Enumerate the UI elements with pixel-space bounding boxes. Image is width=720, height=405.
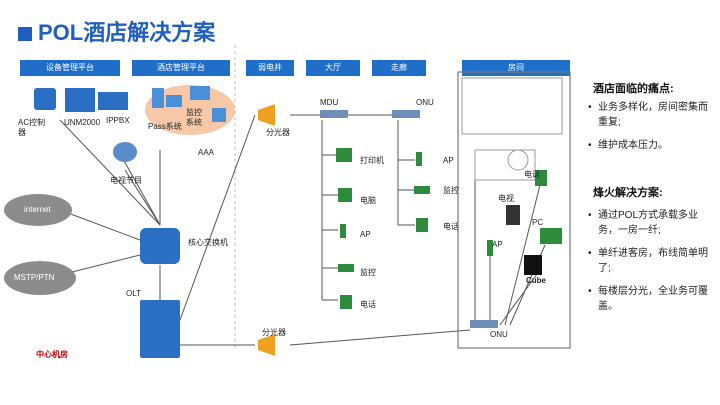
bed-outline [474, 149, 536, 181]
table-outline [507, 149, 529, 171]
core-switch-icon [140, 228, 180, 264]
ap-lobby-label: AP [360, 230, 371, 239]
printer-label: 打印机 [360, 156, 384, 165]
olt-icon [140, 300, 180, 358]
phone-lobby-icon [340, 295, 352, 309]
splitter-label-2: 分光器 [262, 328, 286, 337]
phone-corridor-icon [416, 218, 428, 232]
unm2000-label: UNM2000 [64, 118, 101, 127]
onu-room-icon [470, 320, 498, 328]
tv-show-label: 电视节目 [110, 176, 142, 185]
ap-corridor-icon [416, 152, 422, 166]
page-title: POL酒店解决方案 [38, 20, 216, 45]
ap-room-label: AP [492, 240, 503, 249]
onu-corridor-label: ONU [416, 98, 434, 107]
cube-label: Cube [526, 276, 546, 285]
onu-room-label: ONU [490, 330, 508, 339]
room-floorplan [457, 71, 571, 349]
tv-room-label: 电视 [498, 194, 514, 203]
mdu-label: MDU [320, 98, 339, 107]
olt-label: OLT [126, 289, 141, 298]
pc-room-icon [540, 228, 562, 244]
camera-lobby-icon [338, 264, 354, 272]
unm2000-icon [65, 88, 95, 112]
camera-corridor-label: 监控 [443, 186, 459, 195]
phone-room-icon [535, 170, 547, 186]
printer-icon [336, 148, 352, 162]
cube-icon [524, 255, 542, 275]
ippbx-icon [98, 92, 128, 110]
tv-room-icon [506, 205, 520, 225]
pain-title: 酒店面临的痛点: [593, 83, 674, 95]
solution-item-3: 每楼层分光，全业务可覆盖。 [588, 284, 710, 314]
pain-item-2: 维护成本压力。 [588, 138, 710, 153]
ap-corridor-label: AP [443, 156, 454, 165]
ippbx-label: IPPBX [106, 116, 130, 125]
pc-lobby-icon [338, 188, 352, 202]
satellite-dish-icon [113, 142, 137, 162]
ap-lobby-icon [340, 224, 346, 238]
phone-lobby-label: 电话 [360, 300, 376, 309]
ac-controller-icon [34, 88, 56, 110]
header-lobby: 大厅 [306, 60, 360, 76]
mstp-label: MSTP/PTN [14, 273, 55, 282]
phone-room-label: 电话 [524, 170, 540, 179]
aaa-server-icon [212, 108, 226, 122]
monitor-icon [166, 95, 182, 107]
ac-controller-label: AC控制器 [18, 118, 46, 137]
splitter-icon-2 [258, 334, 275, 356]
mstp-cloud [4, 261, 76, 295]
mdu-icon [320, 110, 348, 118]
internet-label: internet [24, 205, 51, 214]
aaa-label: AAA [198, 148, 215, 157]
header-device-mgmt: 设备管理平台 [20, 60, 120, 76]
title-marker [18, 27, 32, 41]
solution-item-2: 单纤进客房，布线简单明了; [588, 246, 710, 276]
solution-item-1: 通过POL方式承载多业务，一房一纤; [588, 208, 710, 238]
core-switch-label: 核心交换机 [188, 238, 228, 247]
header-hotel-mgmt: 酒店管理平台 [132, 60, 230, 76]
solution-title: 烽火解决方案: [593, 187, 663, 199]
splitter-icon [258, 104, 275, 126]
internet-cloud [4, 194, 72, 226]
splitter-label-1: 分光器 [266, 128, 290, 137]
phone-corridor-label: 电话 [443, 222, 459, 231]
datacenter-label: 中心机房 [36, 350, 68, 359]
pc-lobby-label: 电脑 [360, 196, 376, 205]
camera-system-label: 监控系统 [186, 108, 202, 127]
header-corridor: 走廊 [372, 60, 426, 76]
pain-item-1: 业务多样化，房间密集而重复; [588, 100, 710, 130]
onu-corridor-icon [392, 110, 420, 118]
pass-system-label: Pass系统 [148, 122, 182, 131]
ap-room-icon [487, 240, 493, 256]
bathroom-outline [461, 77, 563, 135]
header-weak-well: 弱电井 [246, 60, 294, 76]
camera-lobby-label: 监控 [360, 268, 376, 277]
camera-system-icon [190, 86, 210, 100]
pc-room-label: PC [532, 218, 544, 227]
pass-system-icon [152, 88, 164, 108]
camera-corridor-icon [414, 186, 430, 194]
